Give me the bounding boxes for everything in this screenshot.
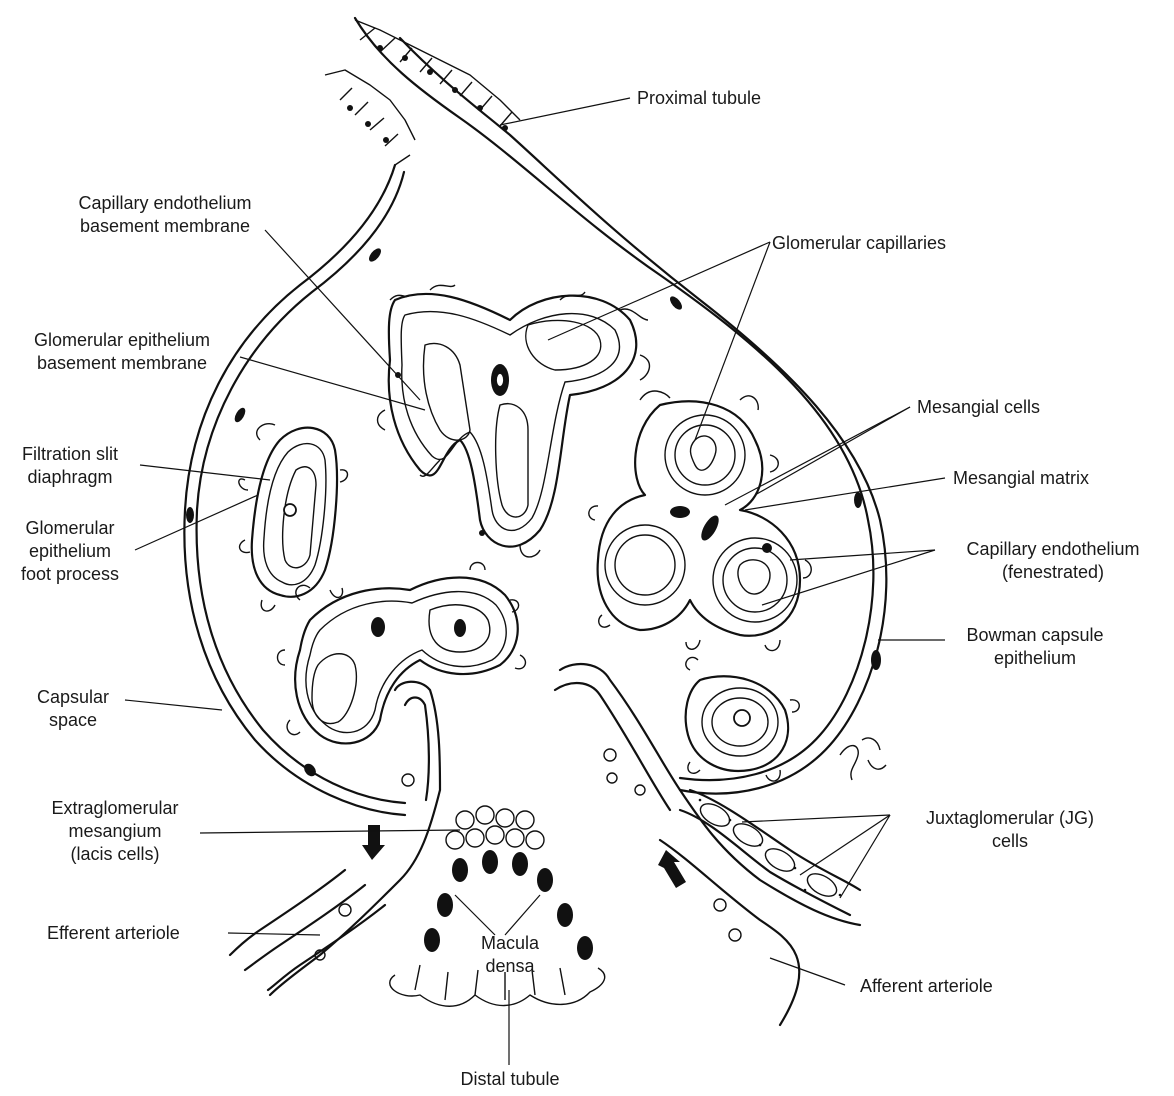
- artist-signature: [840, 738, 886, 780]
- label-afferent-arteriole: Afferent arteriole: [860, 975, 993, 998]
- lacis-cells: [446, 806, 544, 849]
- label-capillary-endothelium-fenestrated: Capillary endothelium (fenestrated): [938, 538, 1168, 584]
- bowman-capsule: [184, 18, 886, 815]
- label-mesangial-cells: Mesangial cells: [917, 396, 1040, 419]
- label-capillary-endothelium-basement-membrane: Capillary endothelium basement membrane: [40, 192, 290, 238]
- label-efferent-arteriole: Efferent arteriole: [47, 922, 180, 945]
- label-distal-tubule: Distal tubule: [430, 1068, 590, 1091]
- label-capsular-space: Capsular space: [18, 686, 128, 732]
- label-mesangial-matrix: Mesangial matrix: [953, 467, 1089, 490]
- label-proximal-tubule: Proximal tubule: [637, 87, 761, 110]
- capillary-loop-small: [686, 657, 800, 781]
- label-juxtaglomerular-cells: Juxtaglomerular (JG) cells: [890, 807, 1130, 853]
- label-glomerular-epithelium-foot-process: Glomerular epithelium foot process: [0, 517, 140, 586]
- capillary-loop-right: [589, 391, 811, 651]
- label-extraglomerular-mesangium: Extraglomerular mesangium (lacis cells): [30, 797, 200, 866]
- flow-arrow-efferent: [362, 825, 385, 860]
- red-blood-cells: [315, 749, 741, 960]
- label-glomerular-capillaries: Glomerular capillaries: [772, 232, 946, 255]
- capillary-loop-bottom-left: [278, 563, 526, 744]
- proximal-tubule-cells: [325, 20, 520, 165]
- capillary-loop-left: [239, 424, 348, 611]
- label-bowman-capsule-epithelium: Bowman capsule epithelium: [940, 624, 1130, 670]
- label-macula-densa: Macula densa: [455, 932, 565, 978]
- label-glomerular-epithelium-basement-membrane: Glomerular epithelium basement membrane: [2, 329, 242, 375]
- label-filtration-slit-diaphragm: Filtration slit diaphragm: [0, 443, 140, 489]
- capillary-loop-top: [378, 285, 650, 557]
